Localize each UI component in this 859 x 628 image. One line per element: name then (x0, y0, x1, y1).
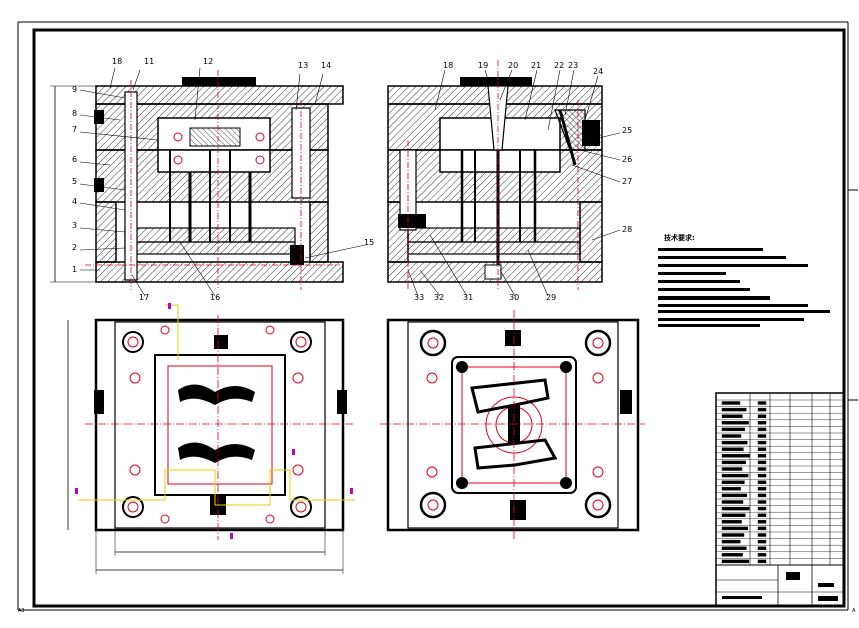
bom-row-qty (757, 526, 767, 531)
bom-row-qty (757, 440, 767, 445)
callout-front-5: 5 (72, 177, 77, 186)
bom-row-qty (757, 454, 767, 458)
bom-row-qty (757, 493, 767, 498)
callout-side-19: 19 (478, 61, 488, 70)
callout-front-7: 7 (72, 125, 77, 134)
bom-row-text (721, 559, 749, 564)
corner-mark-right: A (852, 608, 856, 614)
bom-row-qty (757, 539, 767, 544)
front-section-view (50, 67, 366, 297)
callout-front-11: 11 (144, 57, 154, 66)
callout-side-23: 23 (568, 61, 578, 70)
bom-row-qty (757, 414, 767, 418)
bom-row-qty (757, 447, 767, 451)
callout-front-12: 12 (203, 57, 213, 66)
bom-row-text (721, 487, 741, 491)
corner-mark-left: A3 (18, 608, 25, 614)
bom-row-qty (757, 460, 767, 465)
title-block (715, 392, 845, 607)
bom-row-qty (757, 427, 767, 432)
bom-row-qty (757, 506, 767, 511)
side-section-view (387, 60, 621, 297)
callout-front-13: 13 (298, 61, 308, 70)
callout-front-2: 2 (72, 243, 77, 252)
callout-side-33: 33 (414, 293, 424, 302)
side-view-callouts: 18 19 20 21 22 23 24 25 26 27 28 29 30 31 32 33 (414, 61, 632, 302)
bom-row-text (721, 434, 742, 438)
callout-front-1: 1 (72, 265, 77, 274)
bom-row-qty (757, 533, 767, 537)
bom-row-text (721, 421, 749, 425)
bom-row-text (721, 407, 747, 412)
bom-row-text (721, 526, 748, 531)
bom-row-text (721, 414, 743, 418)
callout-front-3: 3 (72, 221, 77, 230)
bom-row-qty (757, 434, 767, 438)
callout-front-15: 15 (364, 238, 374, 247)
bom-row-text (721, 480, 745, 484)
bom-row-qty (757, 559, 767, 564)
callout-front-16: 16 (210, 293, 220, 302)
bom-row-text (721, 447, 744, 451)
bom-row-text (721, 539, 741, 544)
callout-front-4: 4 (72, 197, 77, 206)
bom-row-qty (757, 520, 767, 524)
bom-row-qty (757, 546, 767, 550)
sheet-border (17, 21, 858, 611)
bom-row-text (721, 473, 749, 478)
bom-row-text (721, 513, 746, 517)
bom-row-qty (757, 487, 767, 491)
bom-row-text (721, 454, 750, 458)
bom-row-text (721, 460, 746, 465)
bom-row-text (721, 553, 743, 557)
callout-front-14: 14 (321, 61, 331, 70)
bom-row-qty (757, 407, 767, 412)
bom-row-text (721, 546, 747, 550)
technical-notes: 技术要求: (658, 233, 830, 327)
bom-row-text (721, 500, 744, 504)
callout-side-28: 28 (622, 225, 632, 234)
bom-row-qty (757, 513, 767, 517)
fixed-half-plan-view (380, 310, 645, 540)
callout-side-26: 26 (622, 155, 632, 164)
callout-front-17: 17 (139, 293, 149, 302)
callout-front-6: 6 (72, 155, 77, 164)
bom-row-text (721, 493, 747, 498)
bom-row-qty (757, 553, 767, 557)
moving-half-plan-view (67, 303, 355, 574)
callout-front-9: 9 (72, 85, 77, 94)
callout-side-30: 30 (509, 293, 519, 302)
callout-side-32: 32 (434, 293, 444, 302)
callout-side-21: 21 (531, 61, 541, 70)
bom-row-text (721, 440, 748, 445)
bom-row-text (721, 427, 745, 432)
callout-side-27: 27 (622, 177, 632, 186)
callout-side-20: 20 (508, 61, 518, 70)
callout-side-22: 22 (554, 61, 564, 70)
callout-front-8: 8 (72, 109, 77, 118)
callout-side-18: 18 (443, 61, 453, 70)
front-view-callouts: 18 11 12 13 14 9 8 7 6 5 4 3 2 1 17 16 15 (72, 57, 374, 302)
bom-row-qty (757, 473, 767, 478)
bom-row-qty (757, 480, 767, 484)
callout-side-31: 31 (463, 293, 473, 302)
bom-row-qty (757, 401, 767, 405)
callout-side-25: 25 (622, 126, 632, 135)
bom-row-text (721, 520, 742, 524)
bom-row-text (721, 467, 743, 471)
bom-row-qty (757, 421, 767, 425)
callout-side-24: 24 (593, 67, 603, 76)
bom-row-qty (757, 467, 767, 471)
bom-row-text (721, 533, 745, 537)
bom-row-text (721, 506, 750, 511)
notes-title: 技术要求: (664, 233, 695, 242)
bom-row-text (721, 401, 741, 405)
callout-front-18: 18 (112, 57, 122, 66)
bom-row-qty (757, 500, 767, 504)
callout-side-29: 29 (546, 293, 556, 302)
